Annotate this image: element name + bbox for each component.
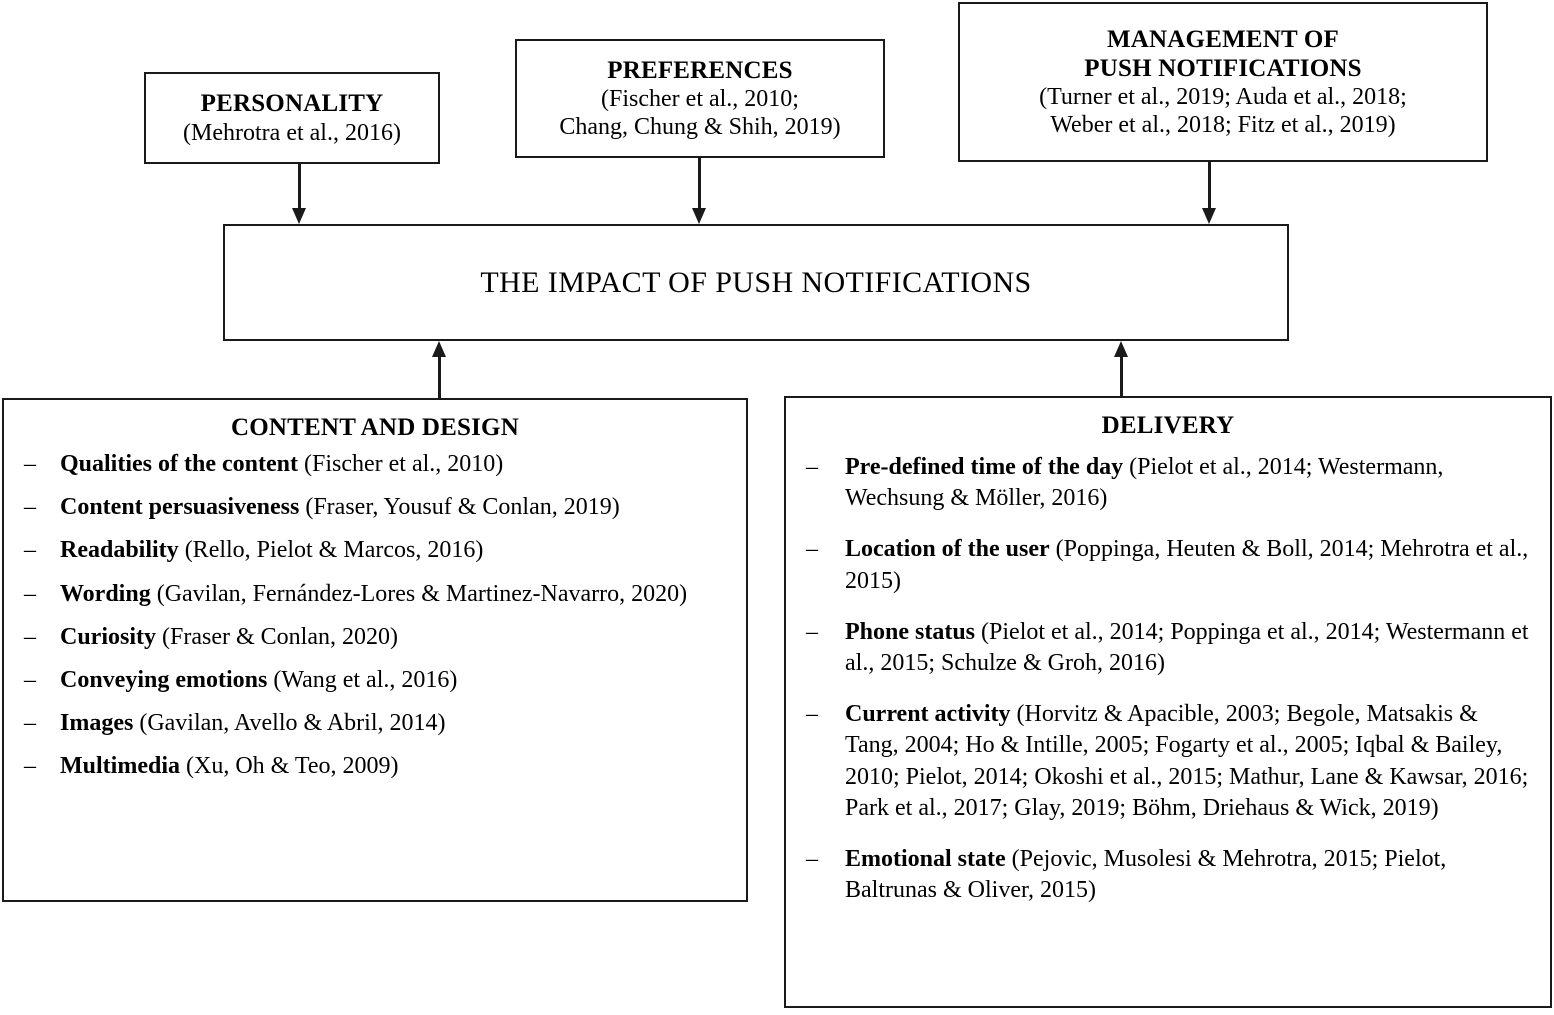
content-and-design-item-text: Images (Gavilan, Avello & Abril, 2014): [60, 708, 732, 739]
content-and-design-item-term: Images: [60, 710, 134, 737]
dash-bullet-icon: –: [24, 451, 36, 477]
dash-bullet-icon: –: [806, 701, 818, 728]
dash-bullet-icon: –: [24, 537, 36, 564]
box-delivery: DELIVERY –Pre-defined time of the day (P…: [784, 396, 1552, 1008]
list-item: –Qualities of the content (Fischer et al…: [24, 449, 732, 480]
list-item: –Phone status (Pielot et al., 2014; Popp…: [806, 617, 1536, 679]
content-and-design-item-references: (Xu, Oh & Teo, 2009): [180, 753, 399, 780]
delivery-item-term: Pre-defined time of the day: [845, 454, 1124, 480]
dash-bullet-icon: –: [24, 710, 36, 737]
box-preferences: PREFERENCES (Fischer et al., 2010; Chang…: [515, 39, 885, 158]
list-item: –Curiosity (Fraser & Conlan, 2020): [24, 622, 732, 653]
dash-bullet-icon: –: [24, 623, 36, 650]
box-impact-of-push-notifications: THE IMPACT OF PUSH NOTIFICATIONS: [223, 224, 1289, 341]
content-and-design-item-references: (Fraser & Conlan, 2020): [156, 623, 398, 650]
box-personality-title: PERSONALITY: [200, 90, 384, 118]
box-personality-references: (Mehrotra et al., 2016): [183, 119, 401, 146]
list-item: –Wording (Gavilan, Fernández-Lores & Mar…: [24, 579, 732, 610]
delivery-item-term: Phone status: [845, 618, 976, 645]
content-and-design-item-references: (Wang et al., 2016): [267, 666, 458, 693]
box-personality: PERSONALITY (Mehrotra et al., 2016): [144, 72, 440, 164]
content-and-design-item-text: Qualities of the content (Fischer et al.…: [60, 449, 732, 480]
dash-bullet-icon: –: [24, 753, 36, 780]
box-management-references: (Turner et al., 2019; Auda et al., 2018;…: [1039, 84, 1407, 139]
dash-bullet-icon: –: [24, 666, 36, 693]
delivery-item-text: Phone status (Pielot et al., 2014; Poppi…: [845, 617, 1536, 679]
delivery-item-references: (Poppinga, Heuten & Boll, 2014; Mehrotra…: [845, 536, 1529, 594]
content-and-design-item-term: Wording: [60, 580, 151, 607]
box-content-and-design: CONTENT AND DESIGN –Qualities of the con…: [2, 398, 748, 902]
content-and-design-item-references: (Rello, Pielot & Marcos, 2016): [178, 537, 484, 564]
list-item: – Pre-defined time of the day (Pielot et …: [806, 452, 1536, 514]
dash-bullet-icon: –: [806, 454, 818, 480]
content-and-design-item-term: Content persuasiveness: [60, 494, 300, 521]
delivery-item-references: (Horvitz & Apacible, 2003; Begole, Matsa…: [845, 701, 1529, 821]
delivery-item-term: Current activity: [845, 701, 1011, 728]
delivery-item-text: Location of the user (Poppinga, Heuten &…: [845, 534, 1536, 596]
delivery-item-references: (Pejovic, Musolesi & Mehrotra, 2015; Pie…: [845, 845, 1447, 904]
content-and-design-item-text: Readability (Rello, Pielot & Marcos, 201…: [60, 535, 732, 566]
content-and-design-list: –Qualities of the content (Fischer et al…: [4, 449, 746, 783]
delivery-item-text: Emotional state (Pejovic, Musolesi & Meh…: [845, 844, 1536, 906]
list-item: –Emotional state (Pejovic, Musolesi & Me…: [806, 844, 1536, 906]
box-preferences-references: (Fischer et al., 2010; Chang, Chung & Sh…: [559, 86, 841, 141]
list-item: –Readability (Rello, Pielot & Marcos, 20…: [24, 535, 732, 566]
list-item: –Location of the user (Poppinga, Heuten …: [806, 534, 1536, 596]
list-item: –Current activity (Horvitz & Apacible, 2…: [806, 699, 1536, 824]
list-item: –Content persuasiveness (Fraser, Yousuf …: [24, 492, 732, 523]
delivery-item-term: Location of the user: [845, 536, 1050, 563]
content-and-design-item-references: (Fraser, Yousuf & Conlan, 2019): [299, 494, 620, 521]
content-and-design-item-text: Conveying emotions (Wang et al., 2016): [60, 665, 732, 696]
list-item: –Images (Gavilan, Avello & Abril, 2014): [24, 708, 732, 739]
content-and-design-item-term: Readability: [60, 537, 179, 564]
content-and-design-item-references: (Gavilan, Fernández-Lores & Martinez-Nav…: [150, 580, 688, 607]
box-management-title: MANAGEMENT OF PUSH NOTIFICATIONS: [1084, 25, 1362, 82]
box-management-of-push-notifications: MANAGEMENT OF PUSH NOTIFICATIONS (Turner…: [958, 2, 1488, 162]
delivery-item-text: Current activity (Horvitz & Apacible, 20…: [845, 699, 1536, 824]
delivery-item-references: (Pielot et al., 2014; Poppinga et al., 2…: [845, 618, 1529, 676]
list-item: –Conveying emotions (Wang et al., 2016): [24, 665, 732, 696]
content-and-design-item-text: Multimedia (Xu, Oh & Teo, 2009): [60, 751, 732, 782]
list-item: –Multimedia (Xu, Oh & Teo, 2009): [24, 751, 732, 782]
content-and-design-item-term: Curiosity: [60, 623, 156, 650]
content-and-design-title: CONTENT AND DESIGN: [231, 414, 519, 441]
content-and-design-item-term: Qualities of the content: [60, 451, 298, 477]
content-and-design-item-references: (Gavilan, Avello & Abril, 2014): [133, 710, 446, 737]
delivery-item-term: Emotional state: [845, 845, 1006, 872]
dash-bullet-icon: –: [806, 845, 818, 872]
box-preferences-title: PREFERENCES: [607, 56, 793, 84]
content-and-design-item-term: Conveying emotions: [60, 666, 268, 693]
dash-bullet-icon: –: [806, 536, 818, 563]
dash-bullet-icon: –: [24, 580, 36, 607]
dash-bullet-icon: –: [24, 494, 36, 521]
dash-bullet-icon: –: [806, 618, 818, 645]
content-and-design-item-references: (Fischer et al., 2010): [297, 451, 504, 477]
delivery-title: DELIVERY: [1101, 412, 1235, 439]
delivery-item-references: (Pielot et al., 2014; Westermann, Wechsu…: [845, 454, 1444, 512]
content-and-design-item-text: Wording (Gavilan, Fernández-Lores & Mart…: [60, 579, 732, 610]
delivery-list: –Pre-defined time of the day (Pielot et …: [786, 452, 1550, 906]
content-and-design-item-text: Content persuasiveness (Fraser, Yousuf &…: [60, 492, 732, 523]
center-box-title: THE IMPACT OF PUSH NOTIFICATIONS: [480, 265, 1032, 299]
content-and-design-item-term: Multimedia: [60, 753, 180, 780]
content-and-design-item-text: Curiosity (Fraser & Conlan, 2020): [60, 622, 732, 653]
delivery-item-text: Pre-defined time of the day (Pielot et a…: [845, 452, 1536, 514]
